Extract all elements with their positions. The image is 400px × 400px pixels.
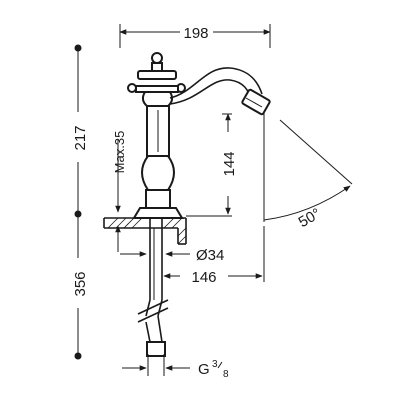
- dim-connection: G 3 8: [122, 354, 229, 380]
- upper-height-label: 217: [72, 125, 89, 150]
- connection-numerator: 3: [212, 359, 218, 370]
- dim-overall-width: 198: [119, 24, 271, 48]
- angle-label: 50°: [296, 205, 324, 231]
- dim-left-vertical: 217 356: [72, 44, 89, 360]
- connection-prefix: G: [198, 361, 210, 378]
- spout-height-label: 144: [221, 151, 238, 176]
- connection-denominator: 8: [223, 369, 229, 380]
- shank-and-hoses: [137, 218, 169, 357]
- dim-spout-height: 144: [186, 113, 238, 217]
- dim-angle: 50°: [263, 112, 353, 231]
- spout-reach-label: 146: [191, 269, 216, 286]
- max-deck-label: Max.35: [112, 131, 127, 174]
- faucet-spout: [169, 67, 271, 116]
- deck-hatched: [103, 217, 187, 245]
- lower-height-label: 356: [72, 271, 89, 296]
- hole-diameter-label: Ø34: [196, 247, 224, 264]
- faucet-body: [127, 52, 186, 219]
- overall-width-label: 198: [183, 25, 208, 42]
- dim-max-deck: Max.35: [112, 131, 127, 252]
- dim-hole-diameter: Ø34: [120, 247, 224, 264]
- dim-spout-reach: 146: [163, 226, 265, 286]
